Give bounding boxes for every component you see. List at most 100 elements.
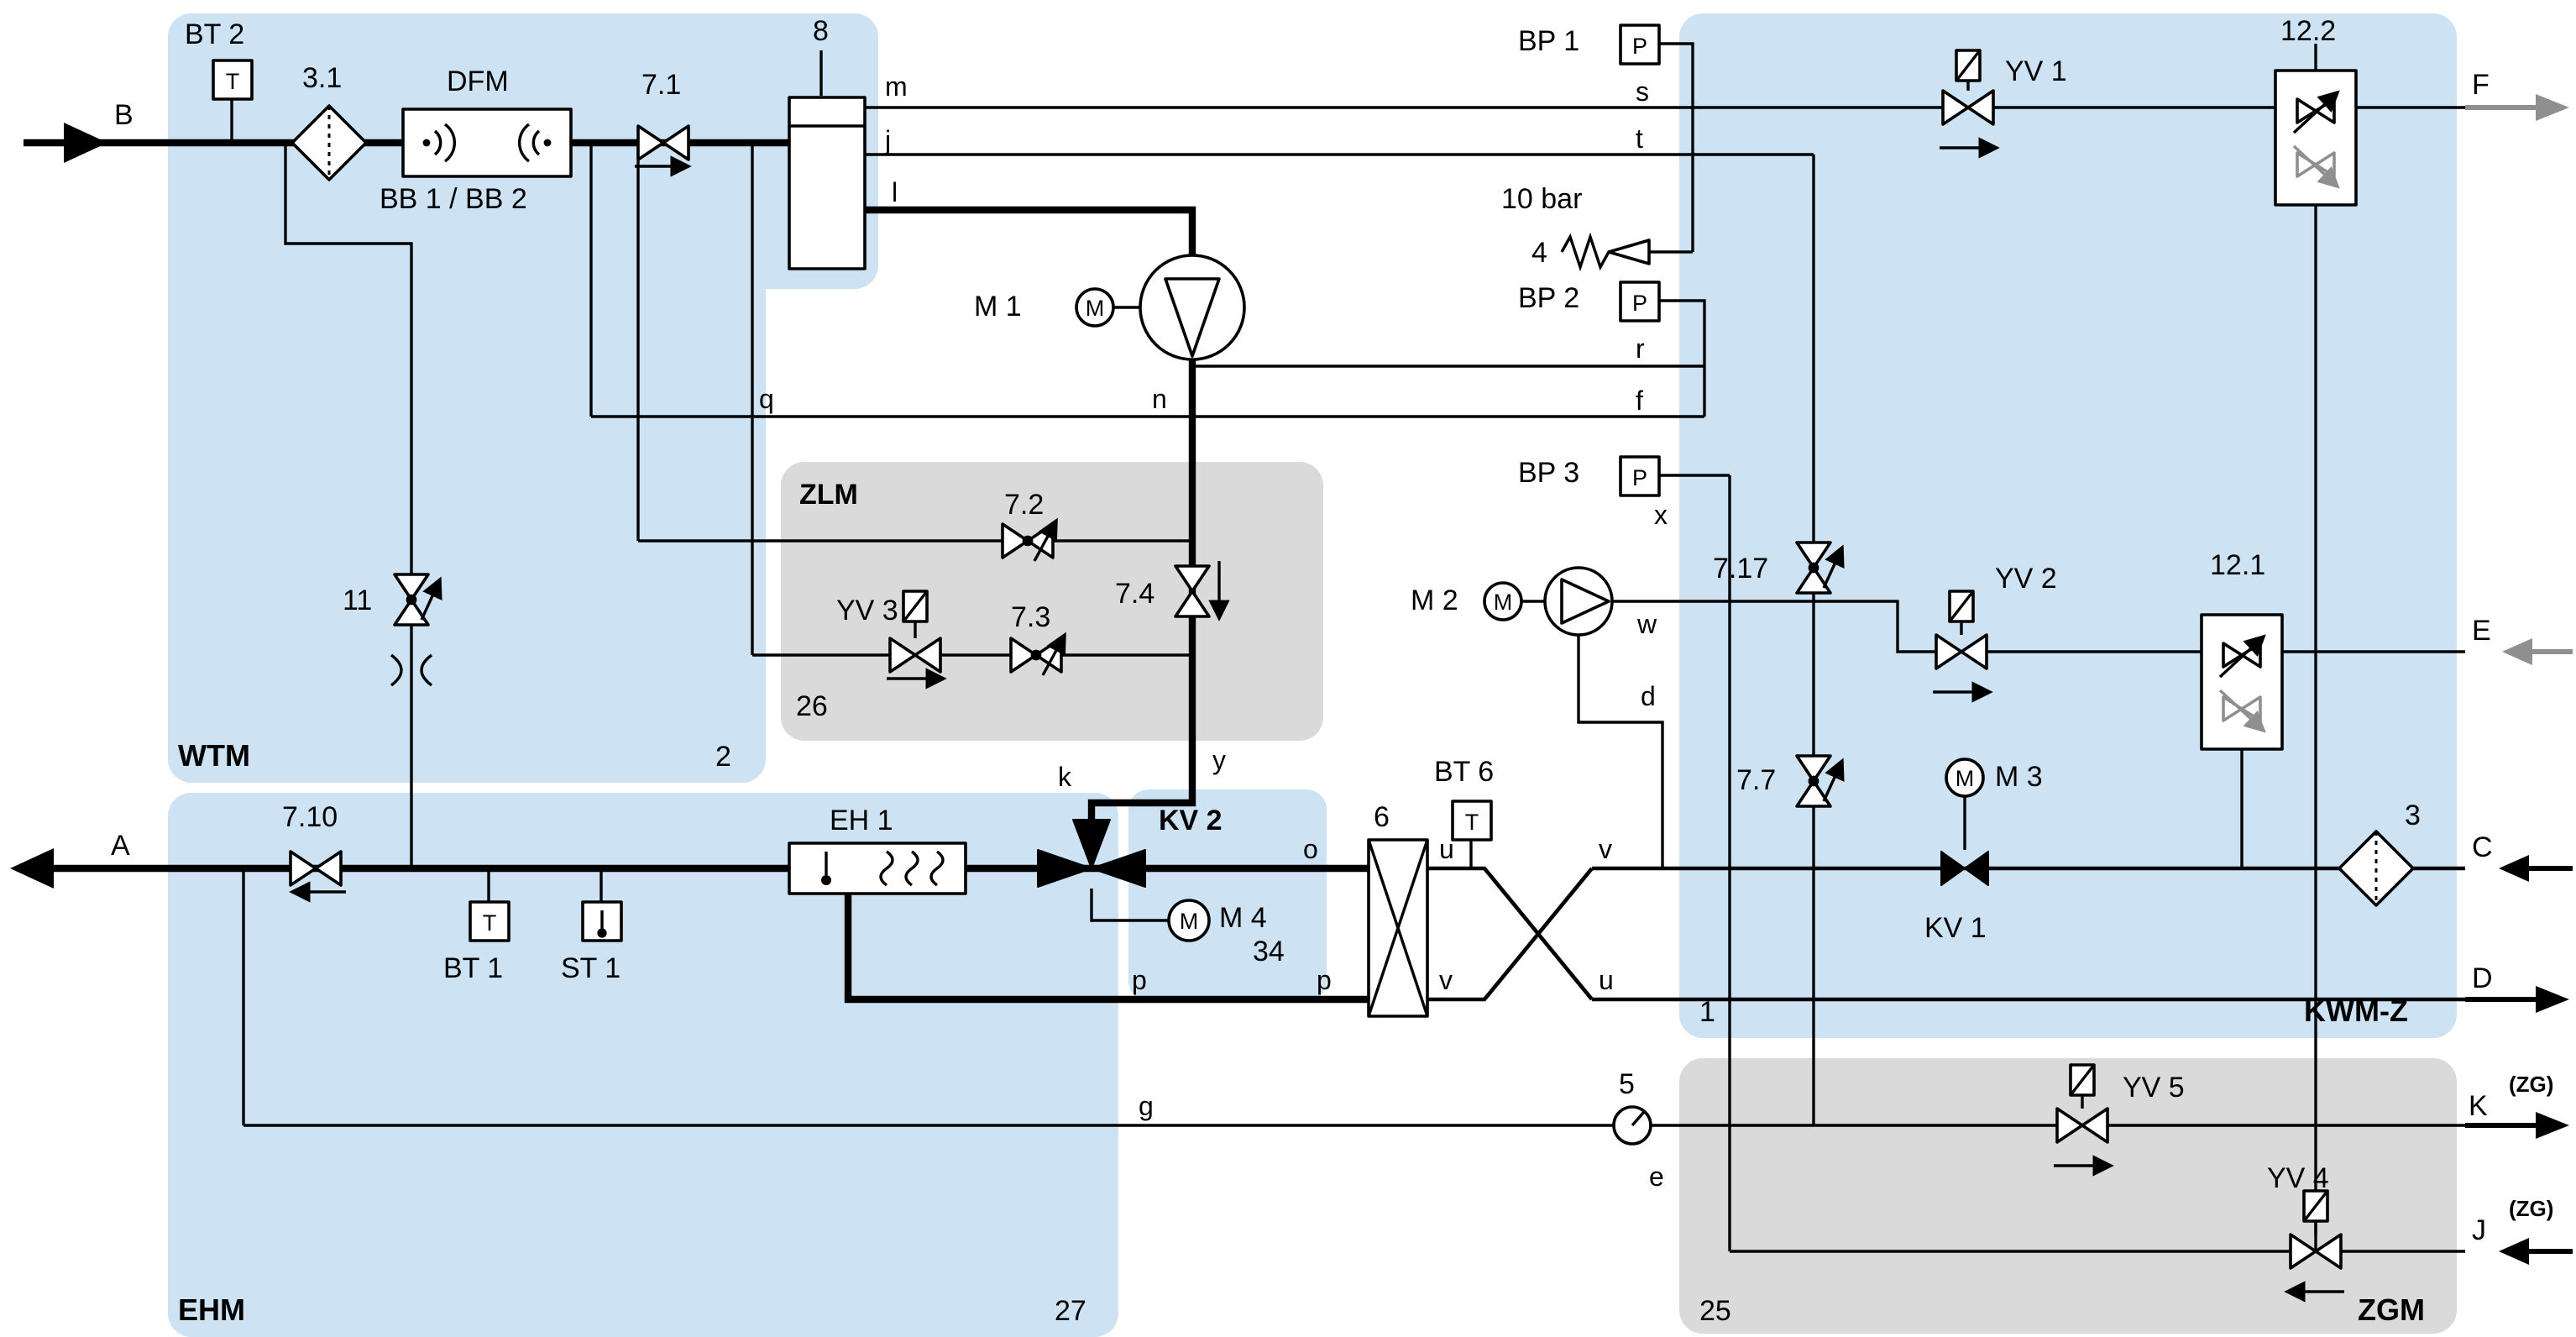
filter-31-label: 3.1 bbox=[302, 62, 342, 94]
region-kv2-label: KV 2 bbox=[1159, 805, 1223, 836]
region-zgm-id: 25 bbox=[1699, 1295, 1731, 1327]
region-ehm-label: EHM bbox=[178, 1292, 245, 1327]
valve-73-icon bbox=[1009, 632, 1066, 676]
pipe-l-to-pump bbox=[865, 206, 1196, 255]
flex-coupling-icon bbox=[390, 653, 433, 687]
region-ehm bbox=[168, 793, 1118, 1337]
check-valve-121-label: 12.1 bbox=[2210, 549, 2265, 581]
valve-72-icon bbox=[1001, 517, 1058, 562]
valve-11-icon bbox=[390, 573, 442, 687]
valve-yv4-icon bbox=[2284, 1189, 2344, 1303]
sensor-bp1-letter: P bbox=[1632, 34, 1647, 59]
region-zlm-label: ZLM bbox=[799, 479, 858, 511]
pipe-q-branch bbox=[589, 143, 1704, 418]
arrow-j-in bbox=[2499, 1238, 2529, 1265]
pump-m1-icon bbox=[1075, 254, 1246, 361]
arrow-f-out bbox=[2536, 94, 2569, 121]
line-p1-label: p bbox=[1132, 965, 1147, 995]
line-o-label: o bbox=[1303, 834, 1318, 864]
valve-717-label: 7.17 bbox=[1713, 553, 1768, 585]
pump-m1-label: M 1 bbox=[974, 291, 1022, 322]
sensor-bp3 bbox=[1619, 455, 1661, 497]
sensor-bp2 bbox=[1619, 281, 1661, 322]
port-b-label: B bbox=[114, 99, 134, 131]
valve-yv3-icon bbox=[887, 590, 947, 689]
line-k-label: k bbox=[1058, 762, 1072, 792]
valve-74-icon bbox=[1174, 561, 1230, 621]
valve-717-icon bbox=[1795, 541, 1845, 595]
line-y-label: y bbox=[1212, 745, 1226, 775]
labels: B A F E C D K J (ZG) (ZG) WTM 2 ZLM 26 E… bbox=[111, 15, 2553, 1327]
filter-3-label: 3 bbox=[2405, 800, 2421, 831]
region-zlm bbox=[781, 462, 1323, 741]
relief-valve-label: 4 bbox=[1531, 237, 1547, 269]
gauge-5-label: 5 bbox=[1619, 1068, 1635, 1100]
valve-74-label: 7.4 bbox=[1115, 578, 1154, 610]
line-j-label: j bbox=[884, 125, 891, 155]
check-valve-122-label: 12.2 bbox=[2280, 15, 2336, 47]
region-wtm-label: WTM bbox=[178, 738, 250, 773]
arrow-c-in bbox=[2499, 855, 2529, 882]
valve-77-icon bbox=[1795, 754, 1845, 808]
region-zlm-id: 26 bbox=[796, 690, 828, 722]
region-ehm-id: 27 bbox=[1055, 1295, 1086, 1327]
region-kwmz-label: KWM-Z bbox=[2304, 994, 2408, 1028]
heater-eh1-label: EH 1 bbox=[830, 805, 893, 836]
sensor-bt2-letter: T bbox=[226, 69, 240, 94]
line-g-label: g bbox=[1139, 1091, 1154, 1121]
line-e-label: e bbox=[1649, 1161, 1664, 1192]
sensor-bp2-letter: P bbox=[1632, 291, 1647, 316]
valve-yv1-label: YV 1 bbox=[2005, 55, 2067, 87]
pipe-bp1-stub bbox=[1659, 42, 1694, 107]
valve-72-label: 7.2 bbox=[1004, 489, 1044, 521]
valve-73-label: 7.3 bbox=[1011, 601, 1050, 633]
line-m-label: m bbox=[885, 71, 908, 102]
line-n-label: n bbox=[1152, 384, 1167, 414]
valve-71-icon bbox=[635, 124, 692, 177]
components bbox=[212, 24, 2415, 1303]
line-r-label: r bbox=[1636, 333, 1645, 364]
region-wtm-id: 2 bbox=[715, 741, 731, 773]
module-regions bbox=[168, 13, 2457, 1337]
heat-exchanger-6-label: 6 bbox=[1374, 801, 1390, 833]
pipe-m2-suction-d bbox=[1577, 635, 1664, 868]
arrow-b-in bbox=[64, 123, 107, 163]
valve-yv4-label: YV 4 bbox=[2267, 1162, 2329, 1194]
valve-yv5-icon bbox=[2054, 1063, 2114, 1177]
valve-m3-letter: M bbox=[1956, 766, 1975, 791]
valve-71-label: 7.1 bbox=[641, 69, 681, 101]
line-d-label: d bbox=[1641, 681, 1656, 711]
sensor-bt1-label: BT 1 bbox=[443, 952, 503, 984]
valve-yv5-label: YV 5 bbox=[2123, 1072, 2185, 1104]
pump-m2-letter: M bbox=[1494, 590, 1513, 615]
region-zgm-label: ZGM bbox=[2358, 1292, 2425, 1327]
pipe-valve11-branch bbox=[284, 143, 413, 868]
sensor-bp3-label: BP 3 bbox=[1518, 457, 1579, 489]
relief-valve-4-icon bbox=[1560, 232, 1651, 272]
region-kv2 bbox=[1128, 789, 1327, 1001]
valve-m3-label: M 3 bbox=[1995, 761, 2043, 793]
port-f-label: F bbox=[2472, 69, 2490, 101]
heat-exchanger-6-icon bbox=[1367, 838, 1429, 1018]
line-q-label: q bbox=[759, 384, 774, 414]
pipe-hx-cross-2 bbox=[1427, 867, 1594, 1002]
line-v2-label: v bbox=[1599, 834, 1612, 864]
flowmeter-dfm-label: DFM bbox=[447, 66, 509, 97]
port-k-label: K bbox=[2469, 1090, 2488, 1122]
sensor-bt6-label: BT 6 bbox=[1434, 756, 1494, 788]
line-x-label: x bbox=[1654, 500, 1668, 530]
port-j-zg-label: (ZG) bbox=[2509, 1196, 2553, 1221]
valve-kv2-icon bbox=[1037, 819, 1211, 942]
sensor-bt1 bbox=[469, 900, 510, 942]
pipe-p-line bbox=[844, 894, 1369, 1004]
sensor-bp2-label: BP 2 bbox=[1518, 282, 1579, 314]
flowmeter-dfm-icon bbox=[401, 107, 573, 178]
valve-710-label: 7.10 bbox=[282, 801, 338, 833]
valve-kv1-label: KV 1 bbox=[1924, 912, 1987, 944]
pump-m2-label: M 2 bbox=[1411, 585, 1458, 616]
arrow-d-out bbox=[2536, 986, 2569, 1013]
line-v1-label: v bbox=[1439, 965, 1453, 995]
pipe-bp2-stub bbox=[1659, 299, 1706, 417]
